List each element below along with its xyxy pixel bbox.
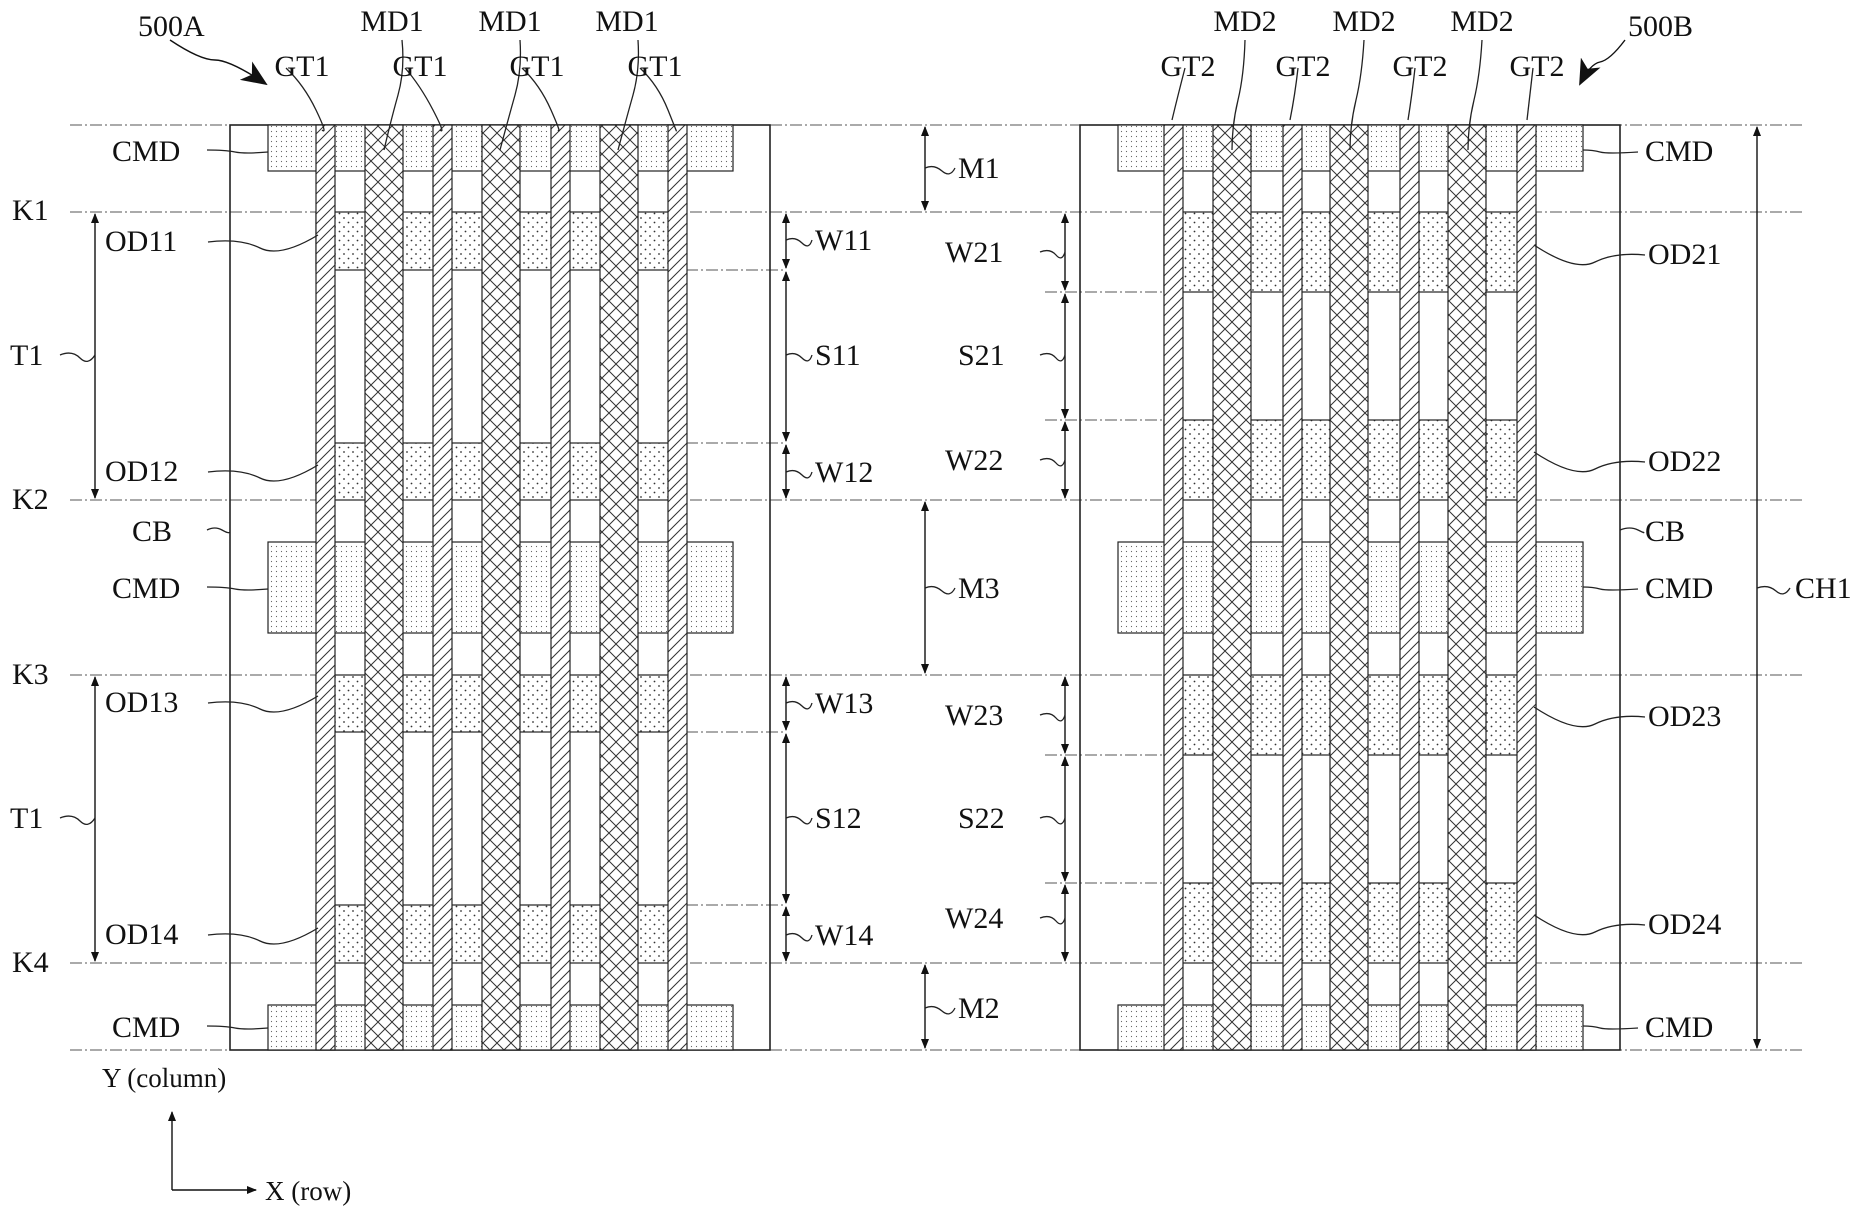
pointer-500a: [170, 40, 266, 84]
gt2-gate: [1283, 125, 1302, 1050]
label-od24: OD24: [1648, 908, 1721, 941]
label-cmd: CMD: [112, 1011, 180, 1044]
label-gt1: GT1: [628, 50, 683, 83]
label-gt1: GT1: [393, 50, 448, 83]
gt2-gate: [1517, 125, 1536, 1050]
y-axis-label: Y (column): [102, 1063, 226, 1093]
label-gt2: GT2: [1276, 50, 1331, 83]
label-w23: W23: [945, 699, 1003, 732]
label-od21: OD21: [1648, 238, 1721, 271]
label-s11: S11: [815, 339, 861, 372]
md1-line: [600, 125, 638, 1050]
label-md2: MD2: [1213, 5, 1276, 38]
gt1-gate: [668, 125, 687, 1050]
label-md2: MD2: [1450, 5, 1513, 38]
cell-500b: [1080, 125, 1620, 1050]
label-od23: OD23: [1648, 700, 1721, 733]
gt1-gate: [433, 125, 452, 1050]
label-k4: K4: [12, 946, 49, 979]
label-s21: S21: [958, 339, 1005, 372]
label-od13: OD13: [105, 686, 178, 719]
label-cb: CB: [1645, 515, 1685, 548]
label-cmd: CMD: [112, 572, 180, 605]
label-gt1: GT1: [510, 50, 565, 83]
label-od22: OD22: [1648, 445, 1721, 478]
label-m1: M1: [958, 152, 1000, 185]
label-k1: K1: [12, 194, 49, 227]
label-w22: W22: [945, 444, 1003, 477]
md2-line: [1213, 125, 1251, 1050]
label-w14: W14: [815, 919, 873, 952]
label-gt1: GT1: [275, 50, 330, 83]
label-cmd: CMD: [1645, 135, 1713, 168]
label-k2: K2: [12, 483, 49, 516]
label-w21: W21: [945, 236, 1003, 269]
label-cmd: CMD: [1645, 572, 1713, 605]
label-k3: K3: [12, 658, 49, 691]
label-w24: W24: [945, 902, 1003, 935]
label-s22: S22: [958, 802, 1005, 835]
label-cb: CB: [132, 515, 172, 548]
label-t1: T1: [10, 802, 43, 835]
cell-500a: [230, 125, 770, 1050]
label-od14: OD14: [105, 918, 178, 951]
label-md2: MD2: [1332, 5, 1395, 38]
axis-indicator: [172, 1112, 256, 1190]
gt1-gate: [316, 125, 335, 1050]
label-od12: OD12: [105, 455, 178, 488]
label-500a: 500A: [138, 10, 205, 43]
pointer-500b: [1580, 40, 1625, 84]
label-cmd: CMD: [112, 135, 180, 168]
x-axis-label: X (row): [265, 1176, 351, 1206]
label-gt2: GT2: [1161, 50, 1216, 83]
label-m2: M2: [958, 992, 1000, 1025]
label-od11: OD11: [105, 225, 177, 258]
gt2-gate: [1400, 125, 1419, 1050]
md2-line: [1330, 125, 1368, 1050]
gt1-gate: [551, 125, 570, 1050]
label-w13: W13: [815, 687, 873, 720]
label-cmd: CMD: [1645, 1011, 1713, 1044]
md1-line: [482, 125, 520, 1050]
label-ch1: CH1: [1795, 572, 1852, 605]
label-md1: MD1: [478, 5, 541, 38]
label-t1: T1: [10, 339, 43, 372]
label-500b: 500B: [1628, 10, 1693, 43]
label-s12: S12: [815, 802, 862, 835]
gt2-gate: [1164, 125, 1183, 1050]
label-w11: W11: [815, 224, 872, 257]
label-gt2: GT2: [1393, 50, 1448, 83]
label-w12: W12: [815, 456, 873, 489]
label-md1: MD1: [595, 5, 658, 38]
label-md1: MD1: [360, 5, 423, 38]
md2-line: [1448, 125, 1486, 1050]
label-gt2: GT2: [1510, 50, 1565, 83]
label-m3: M3: [958, 572, 1000, 605]
md1-line: [365, 125, 403, 1050]
